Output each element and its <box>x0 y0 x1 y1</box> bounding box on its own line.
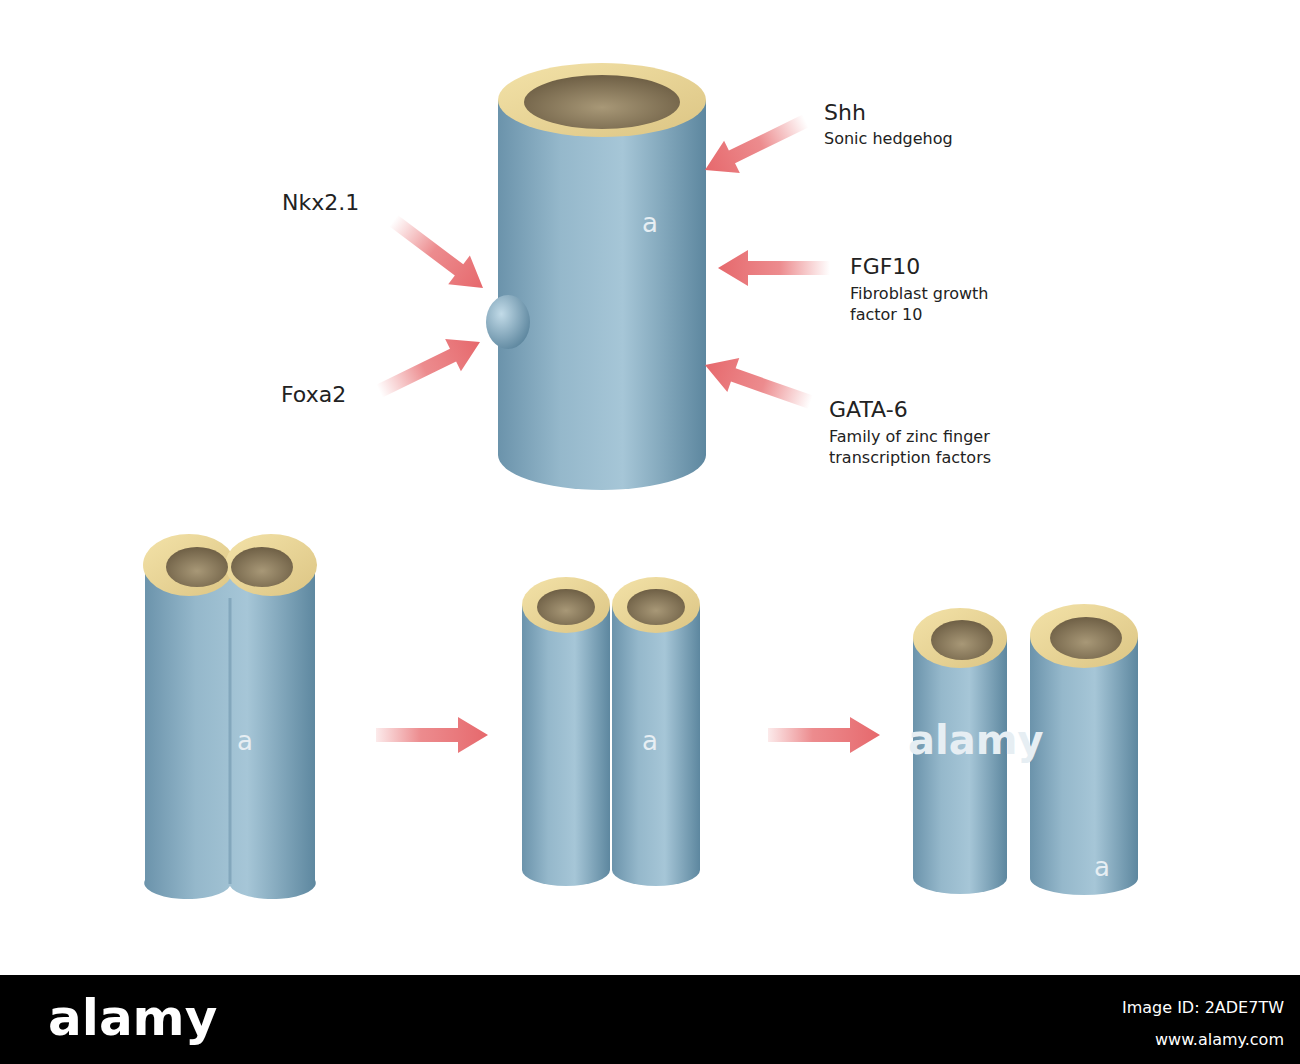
factor-name: FGF10 <box>850 254 920 280</box>
lung-bud <box>486 295 530 349</box>
signal-arrow <box>718 250 830 286</box>
signal-arrow <box>371 326 487 407</box>
touching-tubes <box>522 577 700 886</box>
watermark: a <box>642 208 658 239</box>
factor-name: Nkx2.1 <box>282 190 359 216</box>
logo: alamy <box>48 988 217 1048</box>
trachea-tube <box>486 63 706 490</box>
website: www.alamy.com <box>1155 1030 1284 1049</box>
merged-tube <box>143 534 317 899</box>
watermark: a <box>1094 852 1110 883</box>
footer-band <box>0 975 1300 1064</box>
watermark: a <box>642 726 658 757</box>
factor-description: Family of zinc finger transcription fact… <box>829 426 1029 468</box>
factor-description: Fibroblast growth factor 10 <box>850 283 1000 325</box>
factor-description: Sonic hedgehog <box>824 129 953 148</box>
watermark: alamy <box>908 716 1043 764</box>
stage-arrow <box>376 717 488 753</box>
watermark: a <box>237 726 253 757</box>
image-id: Image ID: 2ADE7TW <box>1122 998 1284 1017</box>
factor-name: Shh <box>824 100 866 126</box>
signal-arrow <box>383 206 494 302</box>
signal-arrow <box>697 105 813 186</box>
factor-name: GATA-6 <box>829 397 908 423</box>
signal-arrow <box>699 348 817 419</box>
factor-name: Foxa2 <box>281 382 346 408</box>
stage-arrow <box>768 717 880 753</box>
